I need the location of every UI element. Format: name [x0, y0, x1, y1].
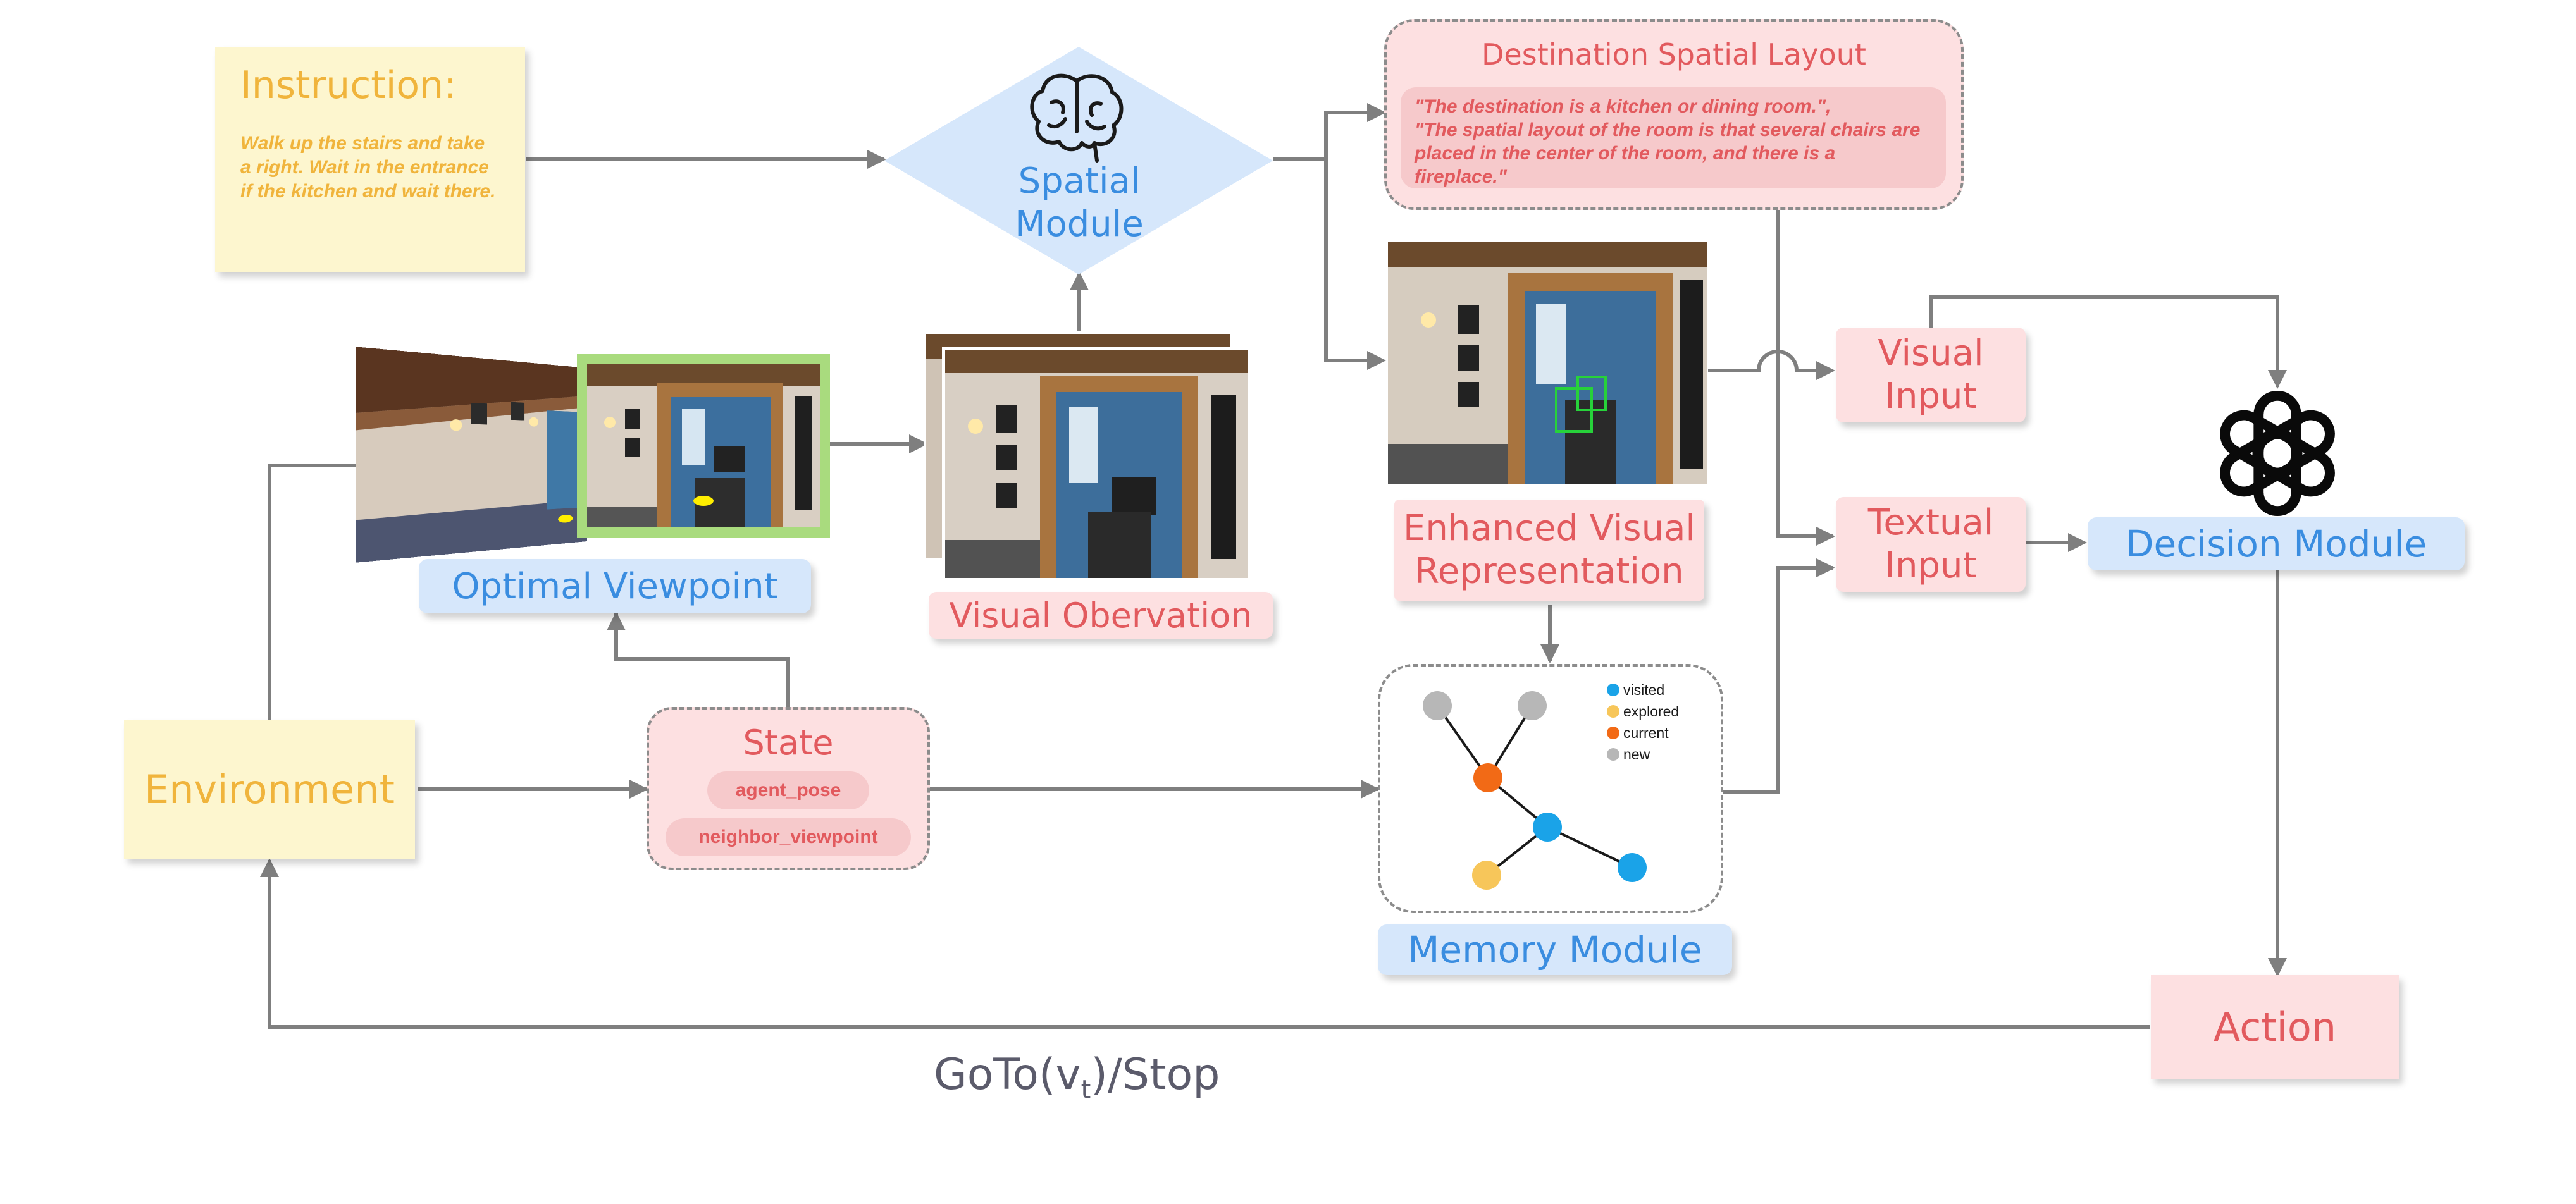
- arrow-destination-to-textual: [1776, 210, 1835, 546]
- goto-tail: )/Stop: [1091, 1050, 1220, 1100]
- arrow-state-to-viewpoint: [607, 611, 790, 707]
- arrow-visual-input-to-decision: [1929, 295, 2287, 389]
- legend-label-visited: visited: [1623, 681, 1665, 698]
- decision-module-label: Decision Module: [2088, 517, 2465, 570]
- environment-box: Environment: [124, 720, 415, 859]
- legend-label-current: current: [1623, 724, 1669, 741]
- legend-item-new: new: [1607, 744, 1714, 765]
- optimal-viewpoint-label: Optimal Viewpoint: [419, 559, 811, 613]
- state-title: State: [743, 722, 834, 763]
- graph-node-visited: [1618, 853, 1647, 882]
- legend-dot-current: [1607, 727, 1619, 739]
- goto-stop-label: GoTo(vt)/Stop: [934, 1050, 1288, 1110]
- memory-module-label: Memory Module: [1378, 924, 1732, 975]
- legend-dot-new: [1607, 748, 1619, 761]
- destination-layout-box: Destination Spatial Layout "The destinat…: [1384, 19, 1964, 210]
- optimal-view-image: [587, 364, 820, 527]
- legend-item-visited: visited: [1607, 679, 1714, 701]
- goto-subscript: t: [1081, 1075, 1091, 1105]
- legend-label-explored: explored: [1623, 703, 1680, 720]
- arrow-action-to-environment: [260, 858, 2150, 1029]
- destination-layout-text-box: "The destination is a kitchen or dining …: [1401, 87, 1946, 188]
- visual-observation-image: [945, 350, 1248, 578]
- graph-node-current: [1473, 763, 1502, 792]
- state-item-agent-pose: agent_pose: [707, 771, 869, 809]
- visual-input-box: Visual Input: [1836, 328, 2026, 422]
- instruction-box: Instruction: Walk up the stairs and take…: [215, 47, 525, 272]
- enhanced-visual-label: Enhanced Visual Representation: [1394, 500, 1704, 601]
- textual-input-box: Textual Input: [1836, 497, 2026, 592]
- state-item-neighbor-viewpoint: neighbor_viewpoint: [666, 818, 911, 856]
- action-box: Action: [2151, 975, 2399, 1079]
- openai-logo-icon: [2220, 390, 2335, 517]
- visual-observation-label: Visual Obervation: [929, 592, 1273, 639]
- destination-layout-text: "The destination is a kitchen or dining …: [1415, 96, 1921, 187]
- spatial-module-label: Spatial Module: [1015, 161, 1144, 245]
- state-box: State agent_pose neighbor_viewpoint: [647, 707, 930, 870]
- arrow-environment-to-viewpoint: [268, 456, 389, 720]
- legend-item-explored: explored: [1607, 701, 1714, 722]
- legend-item-current: current: [1607, 722, 1714, 744]
- graph-node-explored: [1472, 861, 1501, 890]
- destination-layout-title: Destination Spatial Layout: [1482, 37, 1866, 71]
- memory-graph-box: visited explored current new: [1378, 664, 1723, 913]
- graph-node-visited: [1533, 813, 1562, 842]
- memory-legend: visited explored current new: [1607, 679, 1714, 765]
- legend-dot-visited: [1607, 684, 1619, 696]
- graph-node-new: [1518, 691, 1547, 720]
- arrow-enhanced-to-visual-input: [1708, 350, 1835, 380]
- legend-label-new: new: [1623, 746, 1650, 763]
- goto-text: GoTo(v: [934, 1050, 1081, 1100]
- arrow-memory-to-textual: [1723, 558, 1835, 794]
- enhanced-visual-image: [1388, 242, 1707, 484]
- spatial-module-diamond: [884, 47, 1273, 274]
- instruction-text: Walk up the stairs and take a right. Wai…: [240, 133, 496, 202]
- panorama-image-left: [356, 347, 587, 563]
- graph-node-new: [1423, 691, 1452, 720]
- optimal-view-frame: [577, 354, 830, 538]
- instruction-title: Instruction:: [240, 63, 457, 108]
- legend-dot-explored: [1607, 705, 1619, 718]
- memory-graph: [1423, 691, 1647, 890]
- arrow-spatial-to-enhanced: [1324, 159, 1386, 370]
- arrow-spatial-to-destination: [1273, 103, 1386, 161]
- brain-icon: [1030, 73, 1124, 163]
